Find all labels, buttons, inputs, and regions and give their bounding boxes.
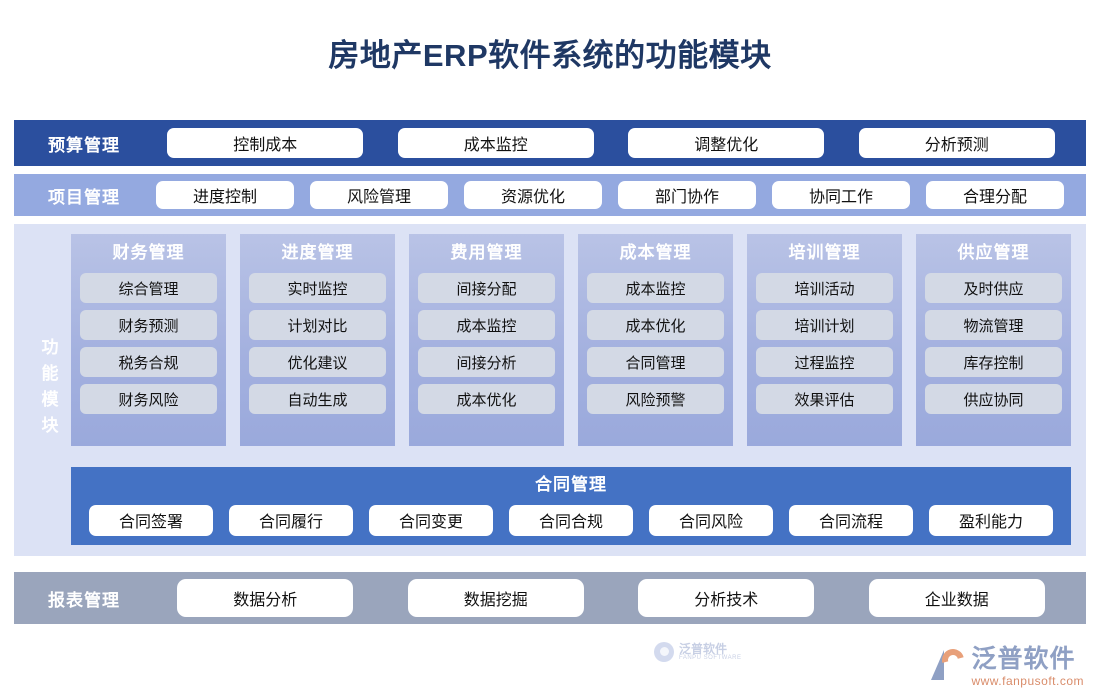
contract-chip[interactable]: 合同履行 [229,504,353,536]
contract-chip[interactable]: 盈利能力 [929,504,1053,536]
module-item[interactable]: 实时监控 [249,273,386,303]
brand-text: 泛普软件 www.fanpusoft.com [971,645,1084,689]
module-item[interactable]: 财务预测 [80,310,217,340]
module-item[interactable]: 间接分析 [418,347,555,377]
module-item[interactable]: 成本监控 [587,273,724,303]
module-column-schedule: 进度管理 实时监控 计划对比 优化建议 自动生成 [240,234,395,446]
module-item[interactable]: 成本优化 [418,384,555,414]
contract-management-row: 合同管理 合同签署 合同履行 合同变更 合同合规 合同风险 合同流程 盈利能力 [71,467,1071,545]
module-item[interactable]: 财务风险 [80,384,217,414]
module-column-title: 培训管理 [788,243,861,262]
module-item[interactable]: 优化建议 [249,347,386,377]
contract-chip-list: 合同签署 合同履行 合同变更 合同合规 合同风险 合同流程 盈利能力 [71,500,1071,540]
contract-chip[interactable]: 合同变更 [369,504,493,536]
module-item[interactable]: 合同管理 [587,347,724,377]
module-column-title: 财务管理 [112,243,185,262]
project-management-label: 项目管理 [48,187,120,207]
report-chip-list: 数据分析 数据挖掘 分析技术 企业数据 [150,572,1072,624]
budget-chip[interactable]: 调整优化 [628,128,825,158]
fanpu-logo-icon [931,644,969,682]
budget-chip[interactable]: 控制成本 [167,128,364,158]
project-chip[interactable]: 部门协作 [618,181,756,209]
contract-management-label: 合同管理 [535,475,607,494]
budget-chip[interactable]: 成本监控 [397,128,594,158]
function-modules-panel: 功能模块 财务管理 综合管理 财务预测 税务合规 财务风险 进度管理 实时监控 … [14,224,1086,662]
report-management-row: 报表管理 数据分析 数据挖掘 分析技术 企业数据 [14,572,1086,624]
module-column-supply: 供应管理 及时供应 物流管理 库存控制 供应协同 [916,234,1071,446]
budget-management-row: 预算管理 控制成本 成本监控 调整优化 分析预测 [14,120,1086,166]
module-item[interactable]: 供应协同 [925,384,1062,414]
project-chip-list: 进度控制 风险管理 资源优化 部门协作 协同工作 合理分配 [148,174,1072,216]
module-item[interactable]: 风险预警 [587,384,724,414]
budget-management-label: 预算管理 [48,135,120,155]
module-column-title: 成本管理 [619,243,692,262]
report-chip[interactable]: 分析技术 [638,579,815,617]
project-chip[interactable]: 风险管理 [310,181,448,209]
module-item[interactable]: 成本监控 [418,310,555,340]
module-column-title: 费用管理 [450,243,523,262]
report-chip[interactable]: 数据挖掘 [407,579,584,617]
function-modules-side-label: 功能模块 [28,224,68,556]
brand-name: 泛普软件 [971,645,1076,673]
module-column-finance: 财务管理 综合管理 财务预测 税务合规 财务风险 [71,234,226,446]
panel-watermark: 泛普软件 FANPU SOFTWARE [654,642,741,662]
module-column-title: 供应管理 [957,243,1030,262]
brand-logo: 泛普软件 www.fanpusoft.com [931,644,1084,689]
brand-url: www.fanpusoft.com [971,674,1084,688]
module-item[interactable]: 库存控制 [925,347,1062,377]
watermark-name-en: FANPU SOFTWARE [679,655,742,662]
module-column-expense: 费用管理 间接分配 成本监控 间接分析 成本优化 [409,234,564,446]
module-column-training: 培训管理 培训活动 培训计划 过程监控 效果评估 [747,234,902,446]
module-columns: 财务管理 综合管理 财务预测 税务合规 财务风险 进度管理 实时监控 计划对比 … [71,234,1071,446]
report-chip[interactable]: 企业数据 [868,579,1045,617]
module-column-cost: 成本管理 成本监控 成本优化 合同管理 风险预警 [578,234,733,446]
module-column-title: 进度管理 [281,243,354,262]
watermark-name: 泛普软件 [679,641,728,656]
project-chip[interactable]: 协同工作 [772,181,910,209]
module-item[interactable]: 及时供应 [925,273,1062,303]
module-item[interactable]: 培训计划 [756,310,893,340]
budget-chip[interactable]: 分析预测 [858,128,1055,158]
module-item[interactable]: 效果评估 [756,384,893,414]
module-item[interactable]: 成本优化 [587,310,724,340]
project-chip[interactable]: 资源优化 [464,181,602,209]
contract-chip[interactable]: 合同风险 [649,504,773,536]
contract-chip[interactable]: 合同签署 [89,504,213,536]
watermark-text: 泛普软件 FANPU SOFTWARE [679,641,742,662]
contract-chip[interactable]: 合同流程 [789,504,913,536]
budget-chip-list: 控制成本 成本监控 调整优化 分析预测 [150,120,1072,166]
module-item[interactable]: 物流管理 [925,310,1062,340]
module-item[interactable]: 培训活动 [756,273,893,303]
module-item[interactable]: 税务合规 [80,347,217,377]
module-item[interactable]: 计划对比 [249,310,386,340]
module-item[interactable]: 综合管理 [80,273,217,303]
report-management-label: 报表管理 [48,590,120,610]
module-item[interactable]: 间接分配 [418,273,555,303]
function-modules-side-label-text: 功能模块 [38,338,58,442]
project-chip[interactable]: 进度控制 [156,181,294,209]
project-chip[interactable]: 合理分配 [926,181,1064,209]
page-title: 房地产ERP软件系统的功能模块 [328,38,772,73]
contract-chip[interactable]: 合同合规 [509,504,633,536]
report-chip[interactable]: 数据分析 [177,579,354,617]
module-item[interactable]: 自动生成 [249,384,386,414]
module-item[interactable]: 过程监控 [756,347,893,377]
watermark-logo-icon [654,642,674,662]
project-management-row: 项目管理 进度控制 风险管理 资源优化 部门协作 协同工作 合理分配 [14,174,1086,216]
